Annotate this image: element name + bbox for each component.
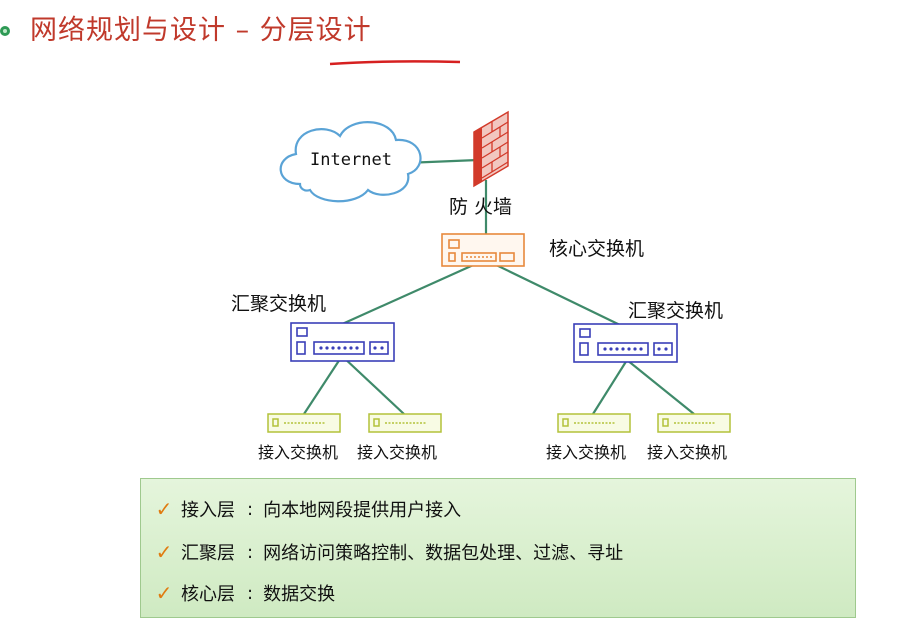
- legend-name: 核心层: [181, 584, 235, 605]
- link-core-dist-right: [489, 261, 621, 326]
- link-dr-access4: [626, 359, 695, 415]
- legend-item-core: ✓ 核心层 : 数据交换: [141, 579, 335, 607]
- title-underline: [329, 60, 461, 66]
- legend-separator: :: [247, 498, 254, 520]
- link-core-dist-left: [339, 260, 481, 327]
- core-switch-icon: [441, 233, 525, 267]
- access-switch-2-icon: [368, 413, 442, 433]
- legend-desc: 数据交换: [263, 584, 336, 605]
- access-switch-4-label: 接入交换机: [647, 443, 728, 462]
- access-switch-3-label: 接入交换机: [546, 443, 627, 462]
- slide-title: 网络规划与设计 – 分层设计: [30, 15, 372, 46]
- internet-cloud-icon: [279, 121, 422, 203]
- link-dl-access2: [341, 355, 405, 415]
- distribution-switch-left-icon: [290, 322, 395, 362]
- title-bullet-icon: [0, 26, 10, 36]
- access-switch-4-icon: [657, 413, 731, 433]
- layer-legend: ✓ 接入层 : 向本地网段提供用户接入 ✓ 汇聚层 : 网络访问策略控制、数据包…: [140, 478, 856, 618]
- link-dr-access3: [592, 359, 628, 415]
- distribution-switch-right-icon: [573, 323, 678, 363]
- legend-desc: 向本地网段提供用户接入: [263, 500, 462, 521]
- distribution-right-label: 汇聚交换机: [628, 300, 724, 322]
- check-icon: ✓: [155, 581, 173, 605]
- legend-name: 接入层: [181, 500, 235, 521]
- network-links: [303, 158, 695, 415]
- legend-separator: :: [247, 582, 254, 604]
- firewall-icon: [473, 110, 509, 188]
- access-switch-2-label: 接入交换机: [357, 443, 438, 462]
- legend-separator: :: [247, 541, 254, 563]
- core-switch-label: 核心交换机: [549, 238, 645, 260]
- access-switch-1-label: 接入交换机: [258, 443, 339, 462]
- distribution-left-label: 汇聚交换机: [231, 293, 327, 315]
- link-dl-access1: [303, 355, 343, 415]
- check-icon: ✓: [155, 540, 173, 564]
- firewall-label: 防 火墙: [449, 196, 513, 218]
- legend-name: 汇聚层: [181, 543, 235, 564]
- access-switch-3-icon: [557, 413, 631, 433]
- access-switch-1-icon: [267, 413, 341, 433]
- network-diagram: [267, 110, 731, 433]
- legend-item-access: ✓ 接入层 : 向本地网段提供用户接入: [141, 495, 461, 523]
- internet-label: Internet: [310, 150, 392, 170]
- legend-desc: 网络访问策略控制、数据包处理、过滤、寻址: [263, 543, 624, 564]
- legend-item-distribution: ✓ 汇聚层 : 网络访问策略控制、数据包处理、过滤、寻址: [141, 538, 623, 566]
- check-icon: ✓: [155, 497, 173, 521]
